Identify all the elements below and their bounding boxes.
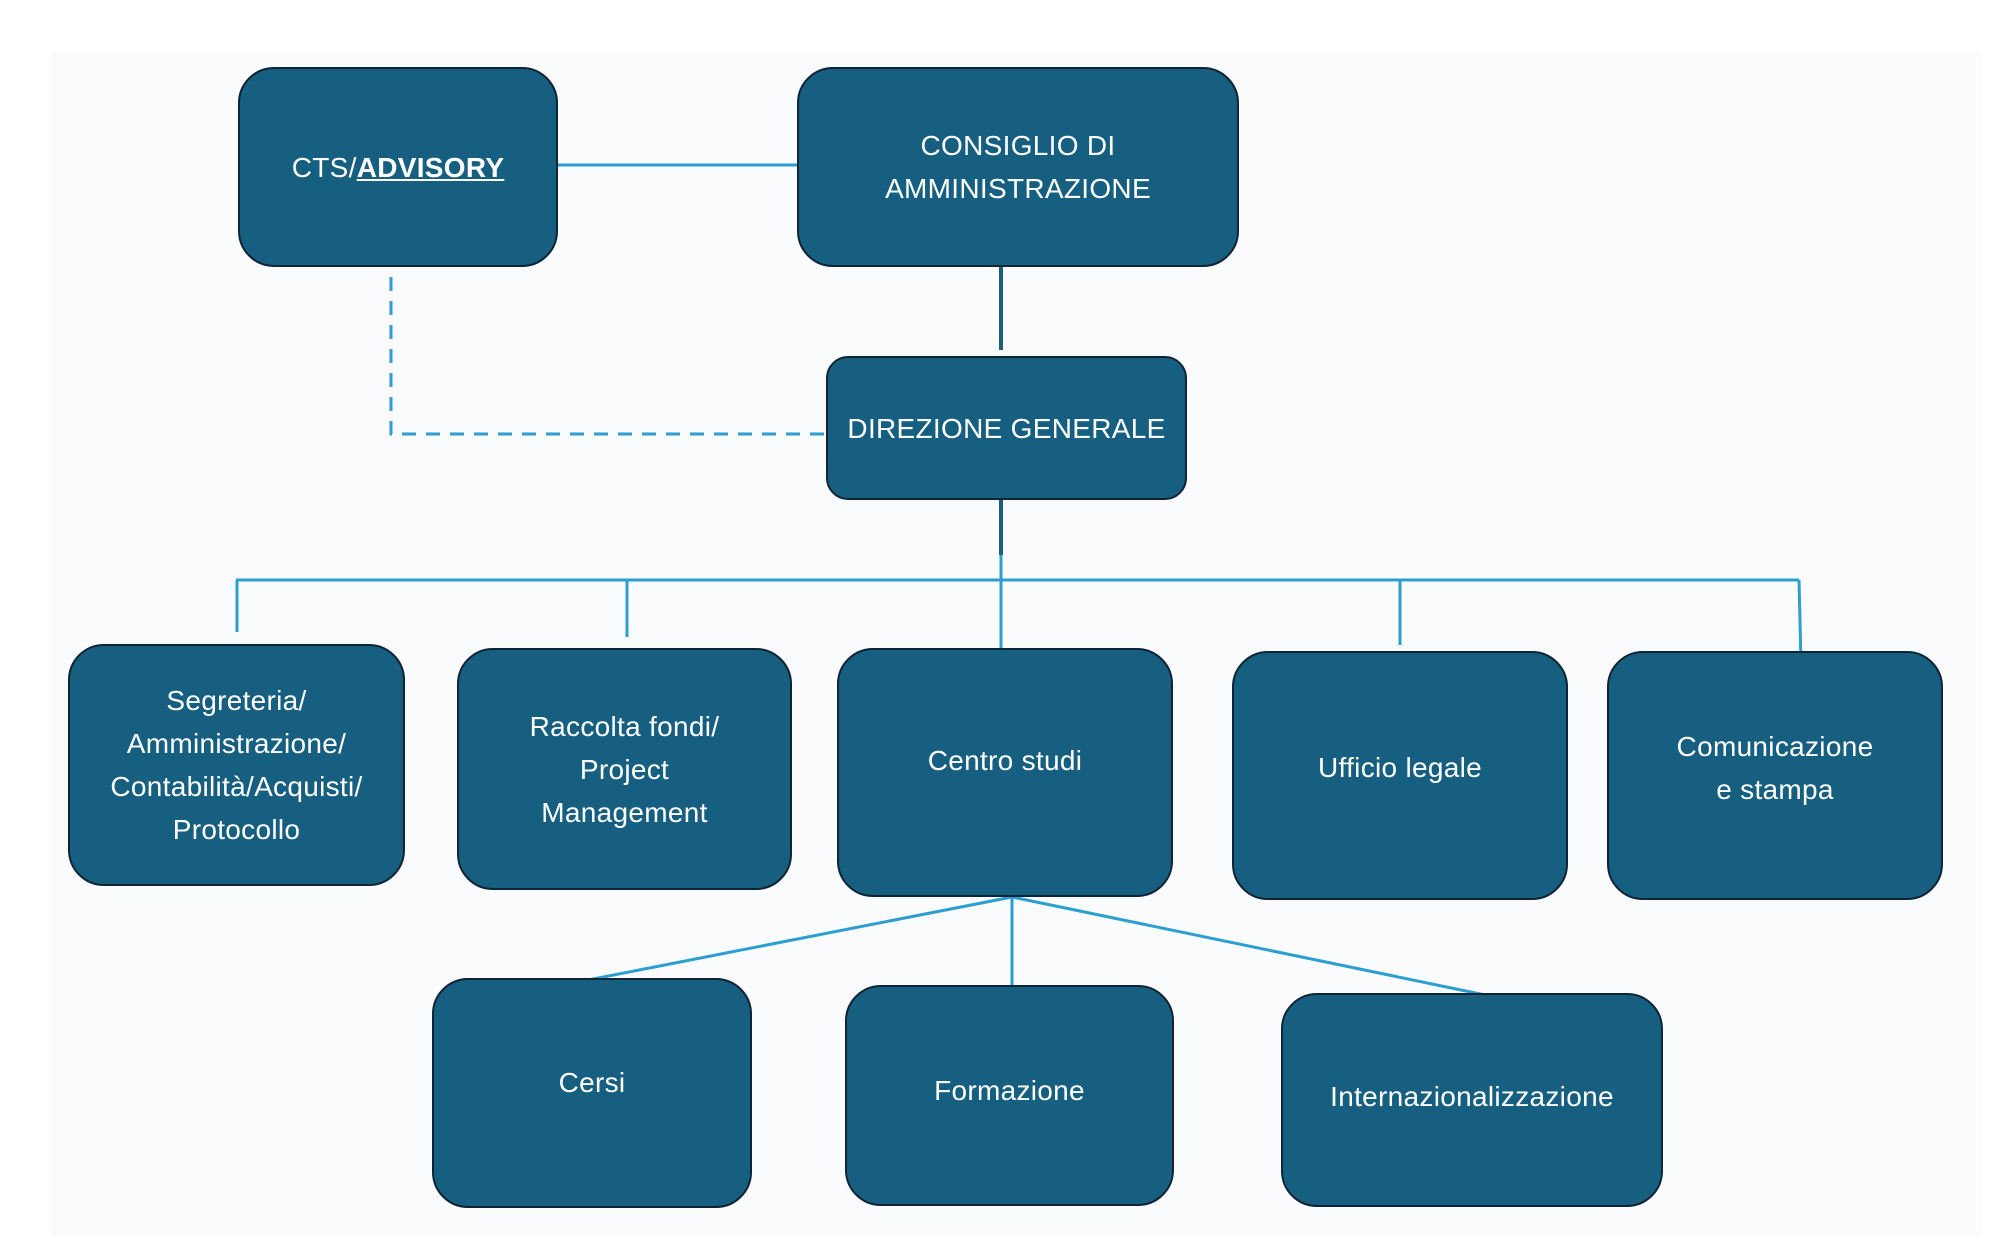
box-centro-studi: Centro studi [837,648,1173,897]
cts-prefix-label: CTS/ [291,151,357,183]
internaz-label: Internazionalizzazione [1330,1080,1614,1112]
raccolta-label: Raccolta fondi/ Project Management [529,710,720,828]
box-segreteria: Segreteria/ Amministrazione/ Contabilità… [68,644,405,886]
centro-label: Centro studi [927,744,1083,776]
connector-cts-dg-dashed [389,277,826,436]
box-cts-advisory: CTS/ADVISORY [238,67,558,267]
connector-drop-comunicazione [1797,579,1803,663]
formazione-label: Formazione [934,1075,1085,1106]
box-comunicazione: Comunicazione e stampa [1607,651,1943,900]
box-ufficio-legale: Ufficio legale [1232,651,1568,900]
cersi-label: Cersi [558,1066,626,1098]
box-cersi: Cersi [432,978,752,1208]
advisory-link[interactable]: ADVISORY [356,151,505,183]
box-raccolta-fondi: Raccolta fondi/ Project Management [457,648,792,890]
box-direzione-generale: DIREZIONE GENERALE [826,356,1187,500]
segreteria-label: Segreteria/ Amministrazione/ Contabilità… [110,685,363,845]
consiglio-label: CONSIGLIO DI AMMINISTRAZIONE [885,130,1151,204]
comunicazione-label: Comunicazione e stampa [1676,730,1874,805]
connector-centro-internaz [1011,895,1491,998]
box-consiglio-amministrazione: CONSIGLIO DI AMMINISTRAZIONE [797,67,1239,267]
legale-label: Ufficio legale [1318,752,1482,783]
box-internazionalizzazione: Internazionalizzazione [1281,993,1663,1207]
direzione-label: DIREZIONE GENERALE [847,412,1166,444]
connector-centro-cersi [587,895,1013,982]
box-formazione: Formazione [845,985,1174,1206]
